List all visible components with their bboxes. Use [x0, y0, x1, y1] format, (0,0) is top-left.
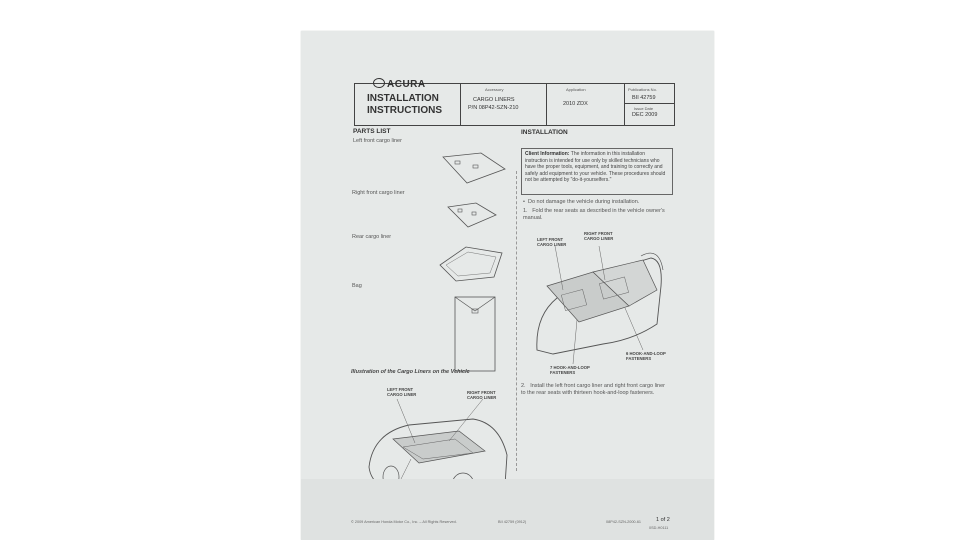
footer-copyright: © 2009 American Honda Motor Co., Inc. – … [351, 520, 457, 524]
seat-fold-illustration [536, 245, 664, 365]
footer-code: 0SD-H0111 [649, 526, 669, 530]
client-information-box: Client Information: The information in t… [521, 148, 673, 195]
step-1: 1. Fold the rear seats as described in t… [523, 208, 665, 221]
footer-publication-ref: BII 42759 (0912) [498, 520, 527, 524]
step-2: 2. Install the left front cargo liner an… [521, 383, 666, 396]
acura-emblem-icon [373, 78, 385, 88]
header-divider [624, 103, 674, 104]
bag-drawing [454, 296, 496, 372]
instruction-sheet: ACURA INSTALLATION INSTRUCTIONS Accessor… [301, 31, 714, 540]
part-rear-liner-label: Rear cargo liner [352, 234, 392, 240]
step1-callout-left-front: LEFT FRONT CARGO LINER [537, 237, 567, 247]
accessory-column-label: Accessory [485, 87, 504, 92]
document-title: INSTALLATION INSTRUCTIONS [367, 93, 442, 116]
callout-rear-liner: REAR CARGO LINER [375, 494, 404, 504]
part-number: P/N 08P42-SZN-210 [468, 105, 519, 111]
vehicle-liners-illustration [368, 398, 508, 498]
rear-liner-drawing [439, 246, 503, 282]
callout-right-front-liner: RIGHT FRONT CARGO LINER [467, 390, 497, 400]
publication-column-label: Publications No. [628, 87, 657, 92]
accessory-name: CARGO LINERS [473, 97, 515, 103]
issue-date: DEC 2009 [632, 112, 658, 118]
left-front-liner-drawing [442, 152, 506, 184]
issue-date-label: Issue Date [634, 106, 654, 111]
part-right-front-liner-label: Right front cargo liner [352, 190, 405, 196]
installation-heading: INSTALLATION [521, 129, 568, 136]
acura-logo: ACURA [373, 78, 426, 90]
footer-part-ref: 08P42-SZN-2000-61 [606, 520, 642, 524]
parts-list-heading: PARTS LIST [353, 128, 391, 135]
publication-number: BII 42759 [632, 95, 656, 101]
footer-page-number: 1 of 2 [656, 517, 670, 523]
part-left-front-liner-label: Left front cargo liner [353, 138, 402, 144]
illustration-caption: Illustration of the Cargo Liners on the … [351, 369, 470, 375]
header-box [354, 83, 675, 126]
column-divider [516, 171, 517, 471]
application-value: 2010 ZDX [563, 101, 588, 107]
step1-callout-right-front: RIGHT FRONT CARGO LINER [584, 231, 614, 241]
callout-left-front-liner: LEFT FRONT CARGO LINER [387, 387, 417, 397]
header-divider [546, 83, 547, 125]
bullet-do-not-damage: • Do not damage the vehicle during insta… [523, 199, 640, 205]
callout-6-hook-and-loop: 6 HOOK-AND-LOOP FASTENERS [626, 351, 666, 361]
right-front-liner-drawing [447, 202, 497, 228]
header-divider [460, 83, 461, 125]
header-divider [624, 83, 625, 125]
part-bag-label: Bag [352, 283, 362, 289]
application-column-label: Application [566, 87, 586, 92]
callout-7-hook-and-loop: 7 HOOK-AND-LOOP FASTENERS [550, 365, 590, 375]
